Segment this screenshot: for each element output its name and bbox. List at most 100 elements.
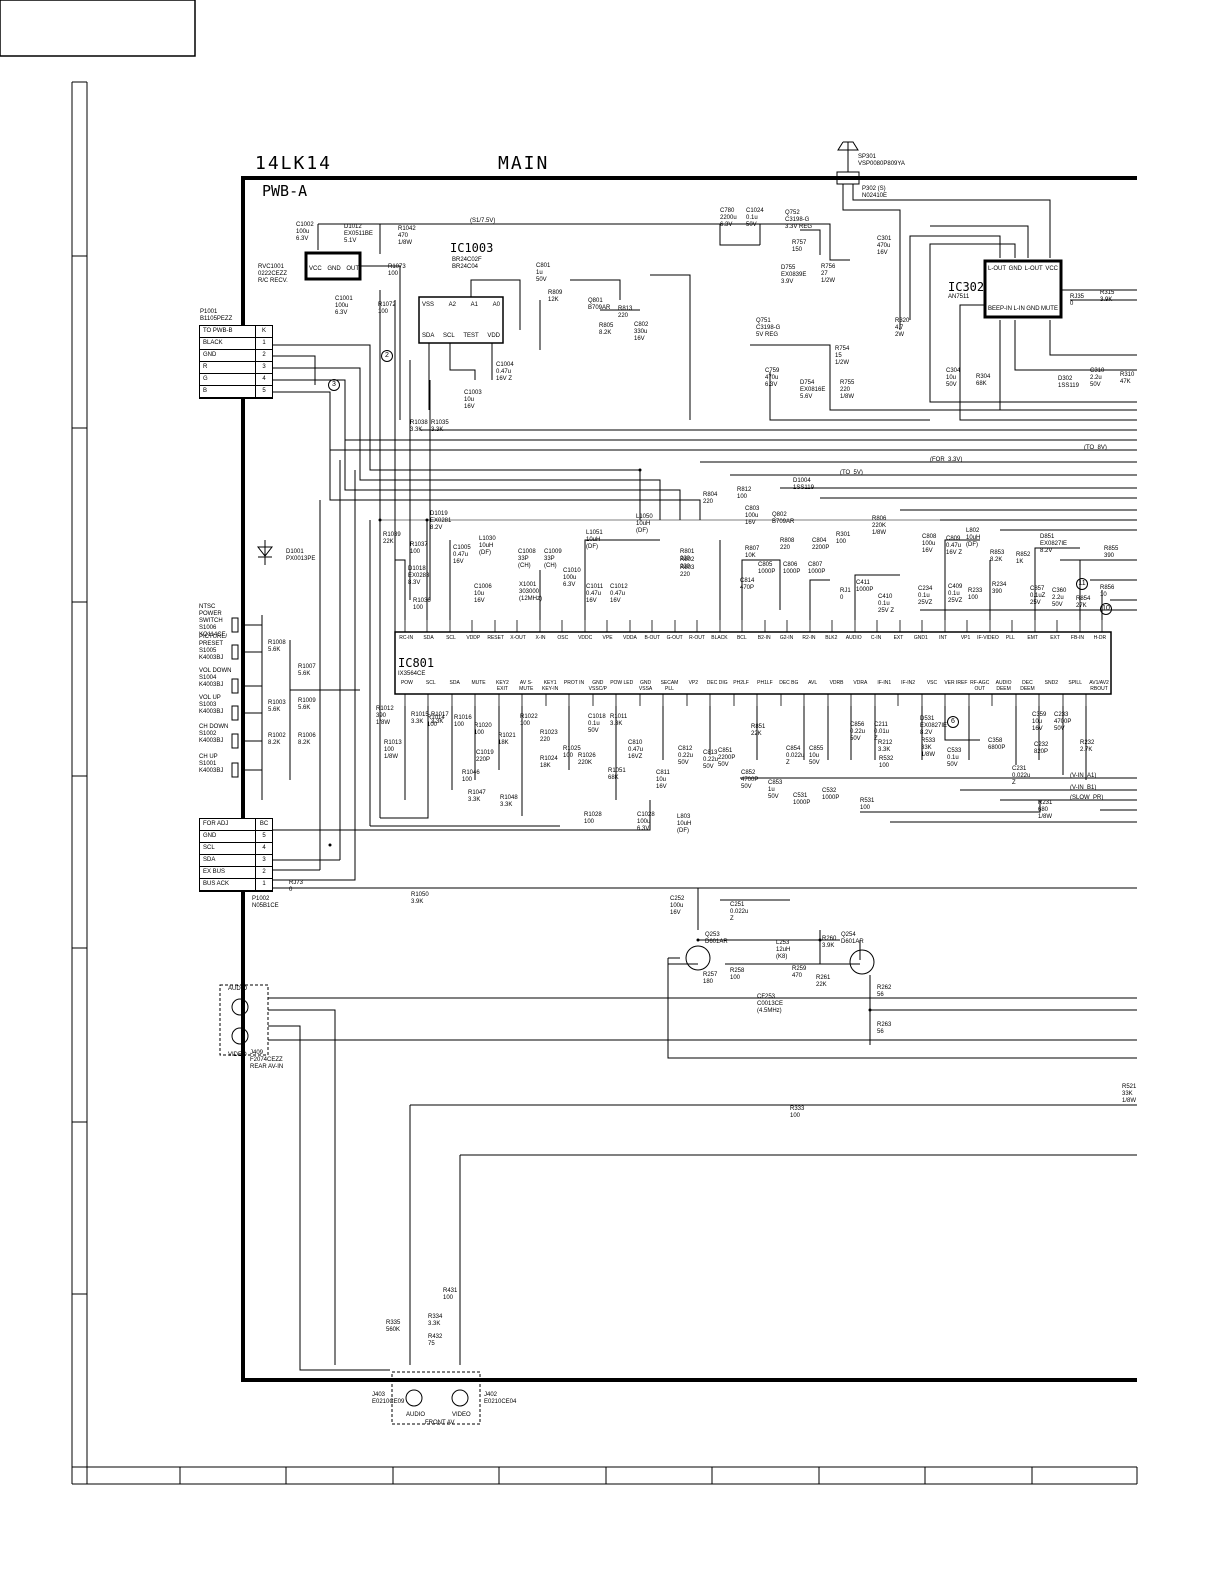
ic801-pin-label: GND1 <box>913 635 928 641</box>
component-label-r531: R531 100 <box>860 798 875 811</box>
component-label-r806: R806 220K 1/8W <box>872 516 887 536</box>
component-label-r1026: R1026 220K <box>578 753 596 766</box>
ic801-pin-label: SPILL <box>1068 680 1082 686</box>
component-label-r310: R310 47K <box>1120 372 1135 385</box>
ic801-pin-label: EXT <box>893 635 904 641</box>
component-label-l802: L802 10uH (DF) <box>966 528 981 548</box>
component-label-c853: C853 1u 50V <box>768 780 783 800</box>
component-label-r1011: R1011 3.3K <box>610 714 628 727</box>
component-label-r1046: R1046 100 <box>462 770 480 783</box>
component-label-c1018: C1018 0.1u 50V <box>588 714 606 734</box>
component-label-r232: R232 2.7K <box>1080 740 1095 753</box>
ic801-pin-label: DEC DIG <box>706 680 728 686</box>
component-label-r1038: R1038 3.3K <box>410 420 428 433</box>
ic801-pin-label: EMT <box>1027 635 1038 641</box>
ic801-pin-label: AVL <box>808 680 818 686</box>
component-label-r854: R854 27K <box>1076 596 1091 609</box>
ic801-pin-label: VDRA <box>853 680 868 686</box>
ic801-pin-label: VDRB <box>829 680 844 686</box>
component-label-c1011: C1011 0.47u 16V <box>586 584 604 604</box>
component-label-r754: R754 15 1/2W <box>835 346 850 366</box>
ic1003-part: BR24C02F BR24C04 <box>452 257 482 270</box>
component-label-c813: C813 0.22u 50V <box>703 750 719 770</box>
component-label-r1051: R1051 68K <box>608 768 626 781</box>
ic801-pin-label: KEY2 EXIT <box>495 680 509 692</box>
component-label-r809: R809 12K <box>548 290 563 303</box>
ic302-ref: IC302 <box>948 280 985 294</box>
net-label: (V-IN_A1) <box>1070 773 1097 779</box>
component-label-c809: C809 0.47u 16V Z <box>946 536 963 556</box>
ic302-part: AN7511 <box>948 294 970 300</box>
component-label-r234: R234 390 <box>992 582 1007 595</box>
ic801-pin-label: EXT <box>1050 635 1060 641</box>
j409-video-label: VIDEO <box>228 1052 247 1058</box>
component-label-c532: C532 1000P <box>822 788 840 801</box>
component-label-r1047: R1047 3.3K <box>468 790 486 803</box>
net-label: (FOR_3.3V) <box>930 457 963 463</box>
component-label-c1008: C1008 33P (CH) <box>518 549 536 569</box>
marker-circle: 10 <box>1100 603 1112 615</box>
component-label-l803: L803 10uH (DF) <box>677 814 692 834</box>
component-label-rj35: RJ35 0 <box>1070 294 1085 307</box>
component-label-r756: R756 27 1/2W <box>821 264 836 284</box>
component-label-r212: R212 3.3K <box>878 740 893 753</box>
component-label-r803: R803 220 <box>680 565 695 578</box>
component-label-r812: R812 100 <box>737 487 752 500</box>
component-label-r1039: R1039 22K <box>383 532 401 545</box>
component-label-c360: C360 2.2u 50V <box>1052 588 1067 608</box>
ic801-pin-label: X-OUT <box>510 635 526 641</box>
model-title: 14LK14 <box>255 153 333 174</box>
component-label-r262: R262 56 <box>877 985 892 998</box>
ic801-pin-label: H-DR <box>1093 635 1107 641</box>
component-label-c852: C852 4700P 50V <box>741 770 759 790</box>
component-label-r1013: R1013 100 1/8W <box>384 740 402 760</box>
ic801-pin-label: IF-IN1 <box>877 680 892 686</box>
ic801-pin-label: DEC BG <box>779 680 799 686</box>
ic801-pin-label: AV S-MUTE <box>519 680 534 692</box>
component-label-r315: R315 3.9K <box>1100 290 1115 303</box>
component-label-r852: R852 1K <box>1016 552 1031 565</box>
component-label-c304: C304 10u 50V <box>946 368 961 388</box>
component-label-c802: C802 330u 16V <box>634 322 649 342</box>
ic801-pin-label: MUTE <box>471 680 486 686</box>
marker-circle: 6 <box>947 716 959 728</box>
component-label-c531: C531 1000P <box>793 793 811 806</box>
component-label-r259: R259 470 <box>792 966 807 979</box>
net-label: (SLOW_PR) <box>1070 795 1104 801</box>
section-title: MAIN <box>498 153 550 174</box>
component-label-c856: C856 0.22u 50V <box>850 722 866 742</box>
ic801-pin-label: SDA <box>449 680 460 686</box>
component-label-r1050: R1050 3.9K <box>411 892 429 905</box>
component-label-r1023: R1023 220 <box>540 730 558 743</box>
component-label-c1001: C1001 100u 6.3V <box>335 296 353 316</box>
component-label-r1024: R1024 18K <box>540 756 558 769</box>
component-label-r1003: R1003 5.6K <box>268 700 286 713</box>
component-label-r801: R801 220 <box>680 549 695 562</box>
component-label-r320: R320 4.7 2W <box>895 318 910 338</box>
ic801-pin-label: AV1/AV2 RBOUT <box>1089 680 1109 692</box>
component-label-c1012: C1012 0.47u 16V <box>610 584 628 604</box>
component-label-r1008: R1008 5.6K <box>268 640 286 653</box>
component-label-c231: C231 0.022u Z <box>1012 766 1031 786</box>
component-label-r808: R808 220 <box>780 538 795 551</box>
component-label-r260: R260 3.9K <box>822 936 837 949</box>
component-label-c251: C251 0.022u Z <box>730 902 749 922</box>
ic801-pin-label: VER IREF <box>944 680 968 686</box>
ic801-pin-label: SCL <box>425 680 436 686</box>
component-label-r233: R233 100 <box>968 588 983 601</box>
